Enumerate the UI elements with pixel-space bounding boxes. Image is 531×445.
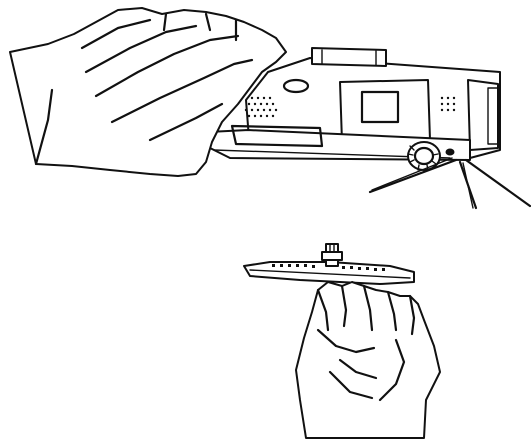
side-brush-bristles [370, 158, 530, 208]
side-brush-disc [244, 244, 414, 284]
hand-holding-disc [296, 282, 440, 438]
drive-wheel [408, 142, 440, 170]
